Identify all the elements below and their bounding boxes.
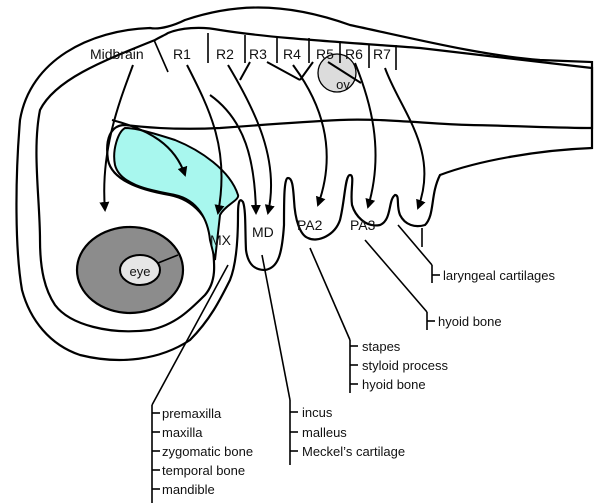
- migration-arrows: [99, 61, 426, 215]
- derivative-styloid-process: styloid process: [362, 358, 448, 373]
- derivative-maxilla: maxilla: [162, 425, 203, 440]
- derivative-malleus: malleus: [302, 425, 347, 440]
- r4-label: R4: [283, 46, 301, 62]
- arch-pa2-label: PA2: [297, 217, 323, 233]
- arrow-r2-md: [227, 64, 275, 215]
- pa3-derivatives: hyoid bone: [427, 314, 502, 329]
- rhombomere-boundaries: [153, 33, 397, 73]
- arrow-r1-md: [209, 94, 261, 215]
- derivative-laryngeal-cartilages: laryngeal cartilages: [443, 268, 556, 283]
- arrow-r4-pa2: [292, 64, 328, 207]
- r1-label: R1: [173, 46, 191, 62]
- otic-vesicle-label: ov: [336, 77, 350, 92]
- derivative-temporal-bone: temporal bone: [162, 463, 245, 478]
- arch-pa3-label: PA3: [350, 217, 376, 233]
- arrow-r3-pa2: [266, 61, 301, 81]
- pa4-derivatives: laryngeal cartilages: [432, 268, 556, 283]
- derivative-meckels-cartilage: Meckel’s cartilage: [302, 444, 405, 459]
- derivative-stapes: stapes: [362, 339, 401, 354]
- r3-label: R3: [249, 46, 267, 62]
- md-derivatives: incus malleus Meckel’s cartilage: [290, 405, 405, 459]
- r5-label: R5: [316, 46, 334, 62]
- arch-mx-label: MX: [210, 232, 232, 248]
- arrow-r5-join: [299, 61, 314, 81]
- eye-core: [119, 254, 161, 286]
- eye-pointer: [157, 254, 179, 264]
- embryo-ectoderm: [15, 6, 594, 362]
- pharyngeal-pocket: [113, 126, 240, 261]
- arrow-r3-r2-join: [239, 61, 251, 81]
- eye-label: eye: [130, 264, 151, 279]
- derivative-zygomatic-bone: zygomatic bone: [162, 444, 253, 459]
- derivative-premaxilla: premaxilla: [162, 406, 222, 421]
- arrow-midbrain-mx: [111, 119, 188, 177]
- neural-tube: [35, 26, 594, 333]
- r2-label: R2: [216, 46, 234, 62]
- r6-label: R6: [345, 46, 363, 62]
- derivative-mandible: mandible: [162, 482, 215, 497]
- pa2-derivatives: stapes styloid process hyoid bone: [350, 339, 448, 392]
- mx-derivatives: premaxilla maxilla zygomatic bone tempor…: [152, 406, 253, 497]
- arrow-r1-mx: [186, 64, 225, 215]
- r7-label: R7: [373, 46, 391, 62]
- arch-md-label: MD: [252, 224, 274, 240]
- leader-lines: [151, 224, 433, 503]
- arrow-r6-pa3: [354, 62, 377, 209]
- otic-vesicle: [317, 53, 357, 93]
- derivative-hyoid-bone-pa3: hyoid bone: [438, 314, 502, 329]
- derivative-incus: incus: [302, 405, 333, 420]
- arrow-r5-ov: [327, 61, 362, 84]
- derivative-hyoid-bone-pa2: hyoid bone: [362, 377, 426, 392]
- arrow-midbrain-eye: [99, 64, 134, 212]
- arrow-r7-pa4: [384, 67, 426, 210]
- midbrain-label: Midbrain: [90, 46, 144, 62]
